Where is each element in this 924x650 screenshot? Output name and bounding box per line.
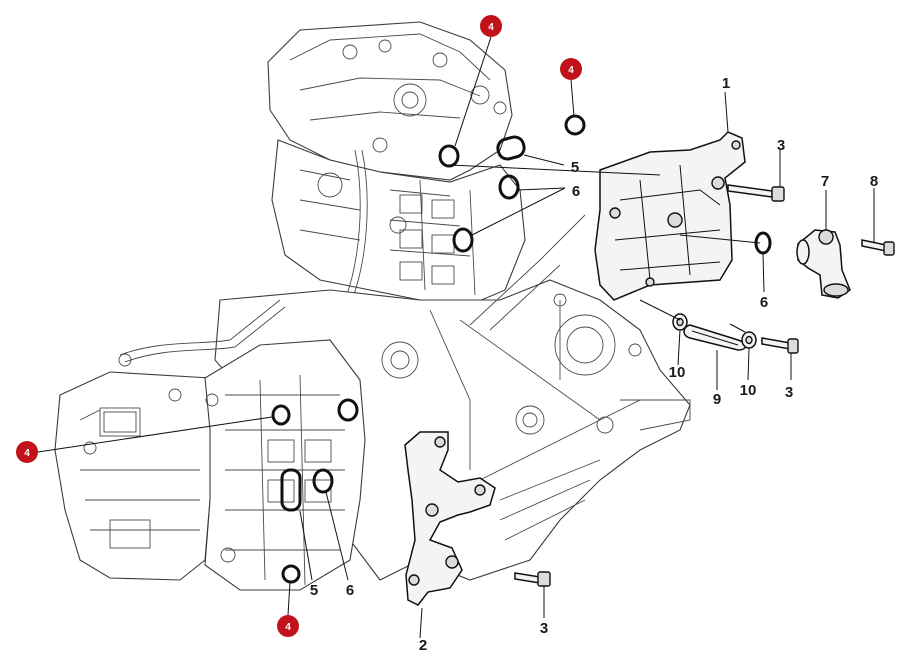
engine-illustration	[54, 21, 691, 591]
lower-mounting-plate	[404, 431, 496, 606]
bolt-middle	[761, 337, 799, 354]
label-10-left: 10	[669, 364, 686, 381]
label-5-upper: 5	[571, 159, 579, 176]
lower-cylinder-head	[54, 371, 216, 581]
label-7: 7	[821, 173, 829, 190]
svg-text:4: 4	[568, 65, 574, 76]
spring-clip	[683, 323, 747, 351]
label-6-right: 6	[760, 294, 768, 311]
washer-right	[741, 331, 757, 349]
label-3-mid: 3	[785, 384, 793, 401]
label-6-lower: 6	[346, 582, 354, 599]
label-6-upper: 6	[572, 183, 580, 200]
svg-text:4: 4	[24, 448, 30, 459]
label-8: 8	[870, 173, 878, 190]
elbow-fitting	[796, 229, 851, 299]
bolt-bottom	[514, 571, 551, 587]
upper-cylinder-body	[271, 139, 526, 306]
svg-text:4: 4	[488, 22, 494, 33]
bolt-part-8	[861, 239, 895, 256]
gasket-upper	[496, 135, 526, 161]
washer-left	[672, 313, 688, 331]
badge-4-top: 4	[480, 15, 502, 37]
label-2-bottom: 2	[419, 637, 427, 650]
label-1-top: 1	[722, 75, 730, 92]
callout-labels: 1 2 3 3 3 5 5 6 6 6 7 8 9 10 10	[310, 75, 878, 650]
label-5-lower: 5	[310, 582, 318, 599]
label-9: 9	[713, 391, 721, 408]
badge-4-upper-right: 4	[560, 58, 582, 80]
label-10-right: 10	[740, 382, 757, 399]
label-3-bottom: 3	[540, 620, 548, 637]
svg-text:4: 4	[285, 622, 291, 633]
leader-lines	[37, 36, 875, 639]
upper-mounting-plate	[594, 131, 746, 301]
upper-cylinder-head	[267, 21, 513, 181]
callout-badges: 4 4 4 4	[16, 15, 582, 637]
bolt-top	[727, 184, 785, 202]
label-3-top: 3	[777, 137, 785, 154]
badge-4-left: 4	[16, 441, 38, 463]
lower-cylinder-body	[204, 339, 366, 591]
gasket-lower	[280, 468, 302, 512]
badge-4-bottom: 4	[277, 615, 299, 637]
